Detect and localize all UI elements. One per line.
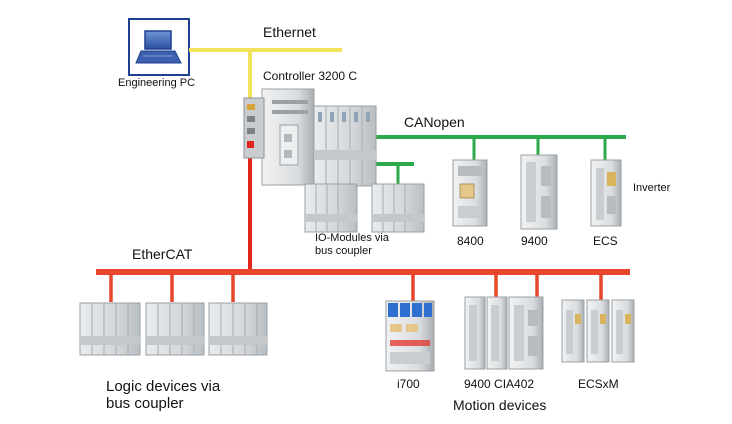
device-8400-label: 8400	[457, 234, 484, 248]
device-ecsxm-label: ECSxM	[578, 377, 619, 391]
ethernet-label: Ethernet	[263, 24, 316, 40]
controller-icon	[243, 88, 377, 187]
motion-devices-label: Motion devices	[453, 397, 547, 413]
device-9400-cia402-label: 9400 CIA402	[464, 377, 535, 391]
canopen-label: CANopen	[404, 114, 465, 130]
io-modules-label: IO-Modules via bus coupler	[315, 232, 389, 257]
ethercat-label: EtherCAT	[132, 246, 193, 262]
io-module-icon	[79, 302, 141, 356]
drive-icon-ecs	[590, 159, 622, 227]
ethernet-bus	[189, 48, 342, 100]
device-ecs-label: ECS	[593, 234, 618, 248]
engineering-pc-label: Engineering PC	[118, 77, 196, 89]
drive-icon-ecsxm	[561, 299, 635, 363]
io-module-icon	[304, 183, 358, 233]
io-module-icon	[371, 183, 425, 233]
io-module-icon	[208, 302, 268, 356]
controller-label: Controller 3200 C	[263, 69, 358, 83]
drive-icon-9400	[520, 154, 558, 230]
io-module-icon	[145, 302, 205, 356]
laptop-icon	[128, 18, 190, 76]
drive-icon-i700	[385, 300, 435, 372]
drive-icon-9400-cia402	[464, 296, 544, 370]
inverter-label: Inverter	[633, 182, 671, 194]
logic-devices-label: Logic devices via bus coupler	[106, 378, 221, 413]
device-i700-label: i700	[397, 377, 420, 391]
drive-icon-8400	[452, 159, 488, 227]
device-9400-label: 9400	[521, 234, 548, 248]
ethercat-bus	[96, 269, 630, 302]
